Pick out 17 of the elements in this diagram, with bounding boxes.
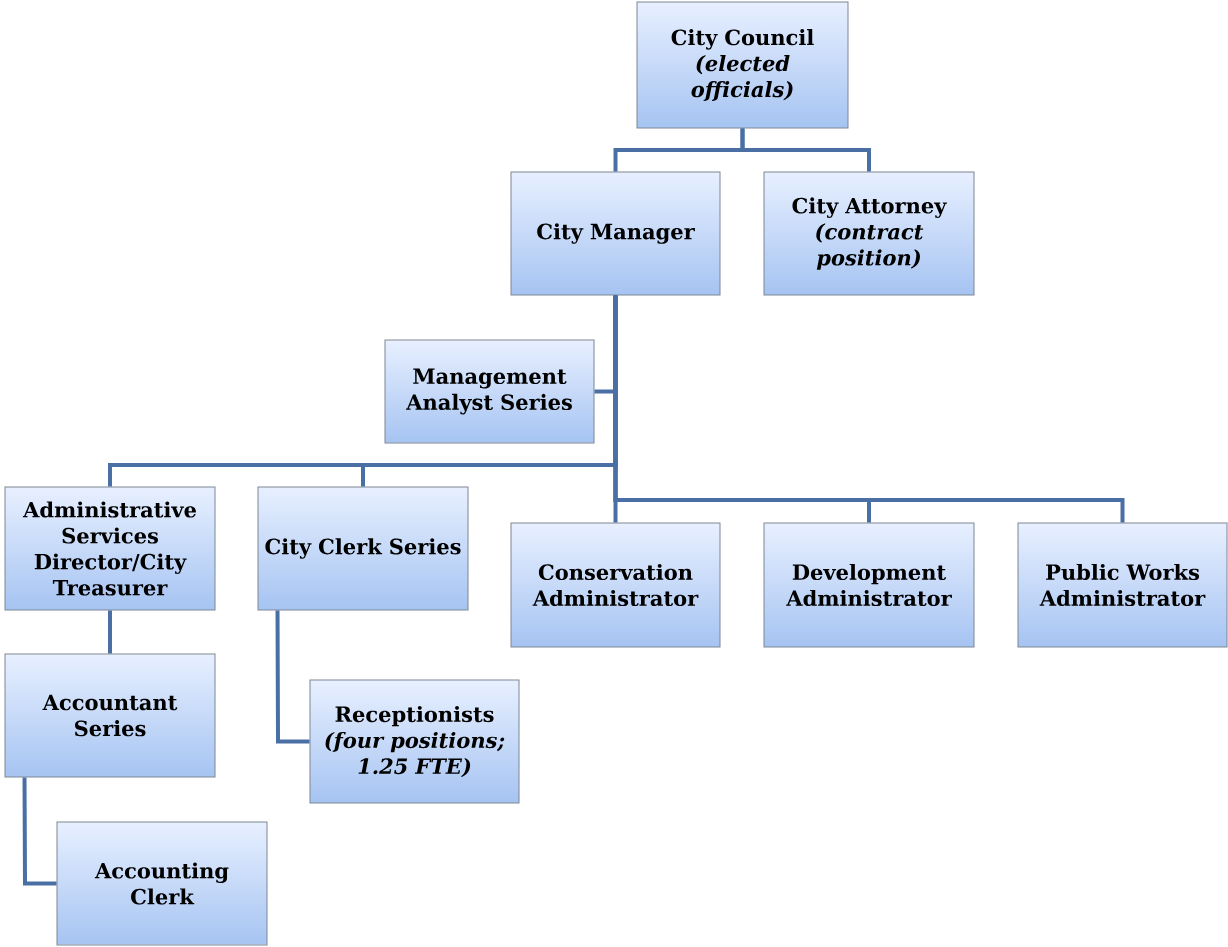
- connector-line: [275, 610, 310, 744]
- connector-line: [740, 128, 871, 172]
- position-box: Development Administrator: [763, 522, 975, 648]
- position-box: City Council (elected officials): [636, 1, 849, 129]
- position-box: Conservation Administrator: [510, 522, 721, 648]
- position-box: Administrative Services Director/City Treasurer: [4, 486, 216, 611]
- position-box: Public Works Administrator: [1017, 522, 1228, 648]
- connector-line: [108, 610, 112, 654]
- position-box: City Clerk Series: [257, 486, 469, 611]
- connector-line: [22, 777, 57, 886]
- connector-line: [613, 295, 1125, 523]
- position-box: Accounting Clerk: [56, 821, 268, 946]
- position-box: Receptionists (four positions; 1.25 FTE): [309, 679, 520, 804]
- position-box: Accountant Series: [4, 653, 216, 778]
- position-box: City Attorney (contract position): [763, 171, 975, 296]
- position-box: City Manager: [510, 171, 721, 296]
- position-box: Management Analyst Series: [384, 339, 595, 444]
